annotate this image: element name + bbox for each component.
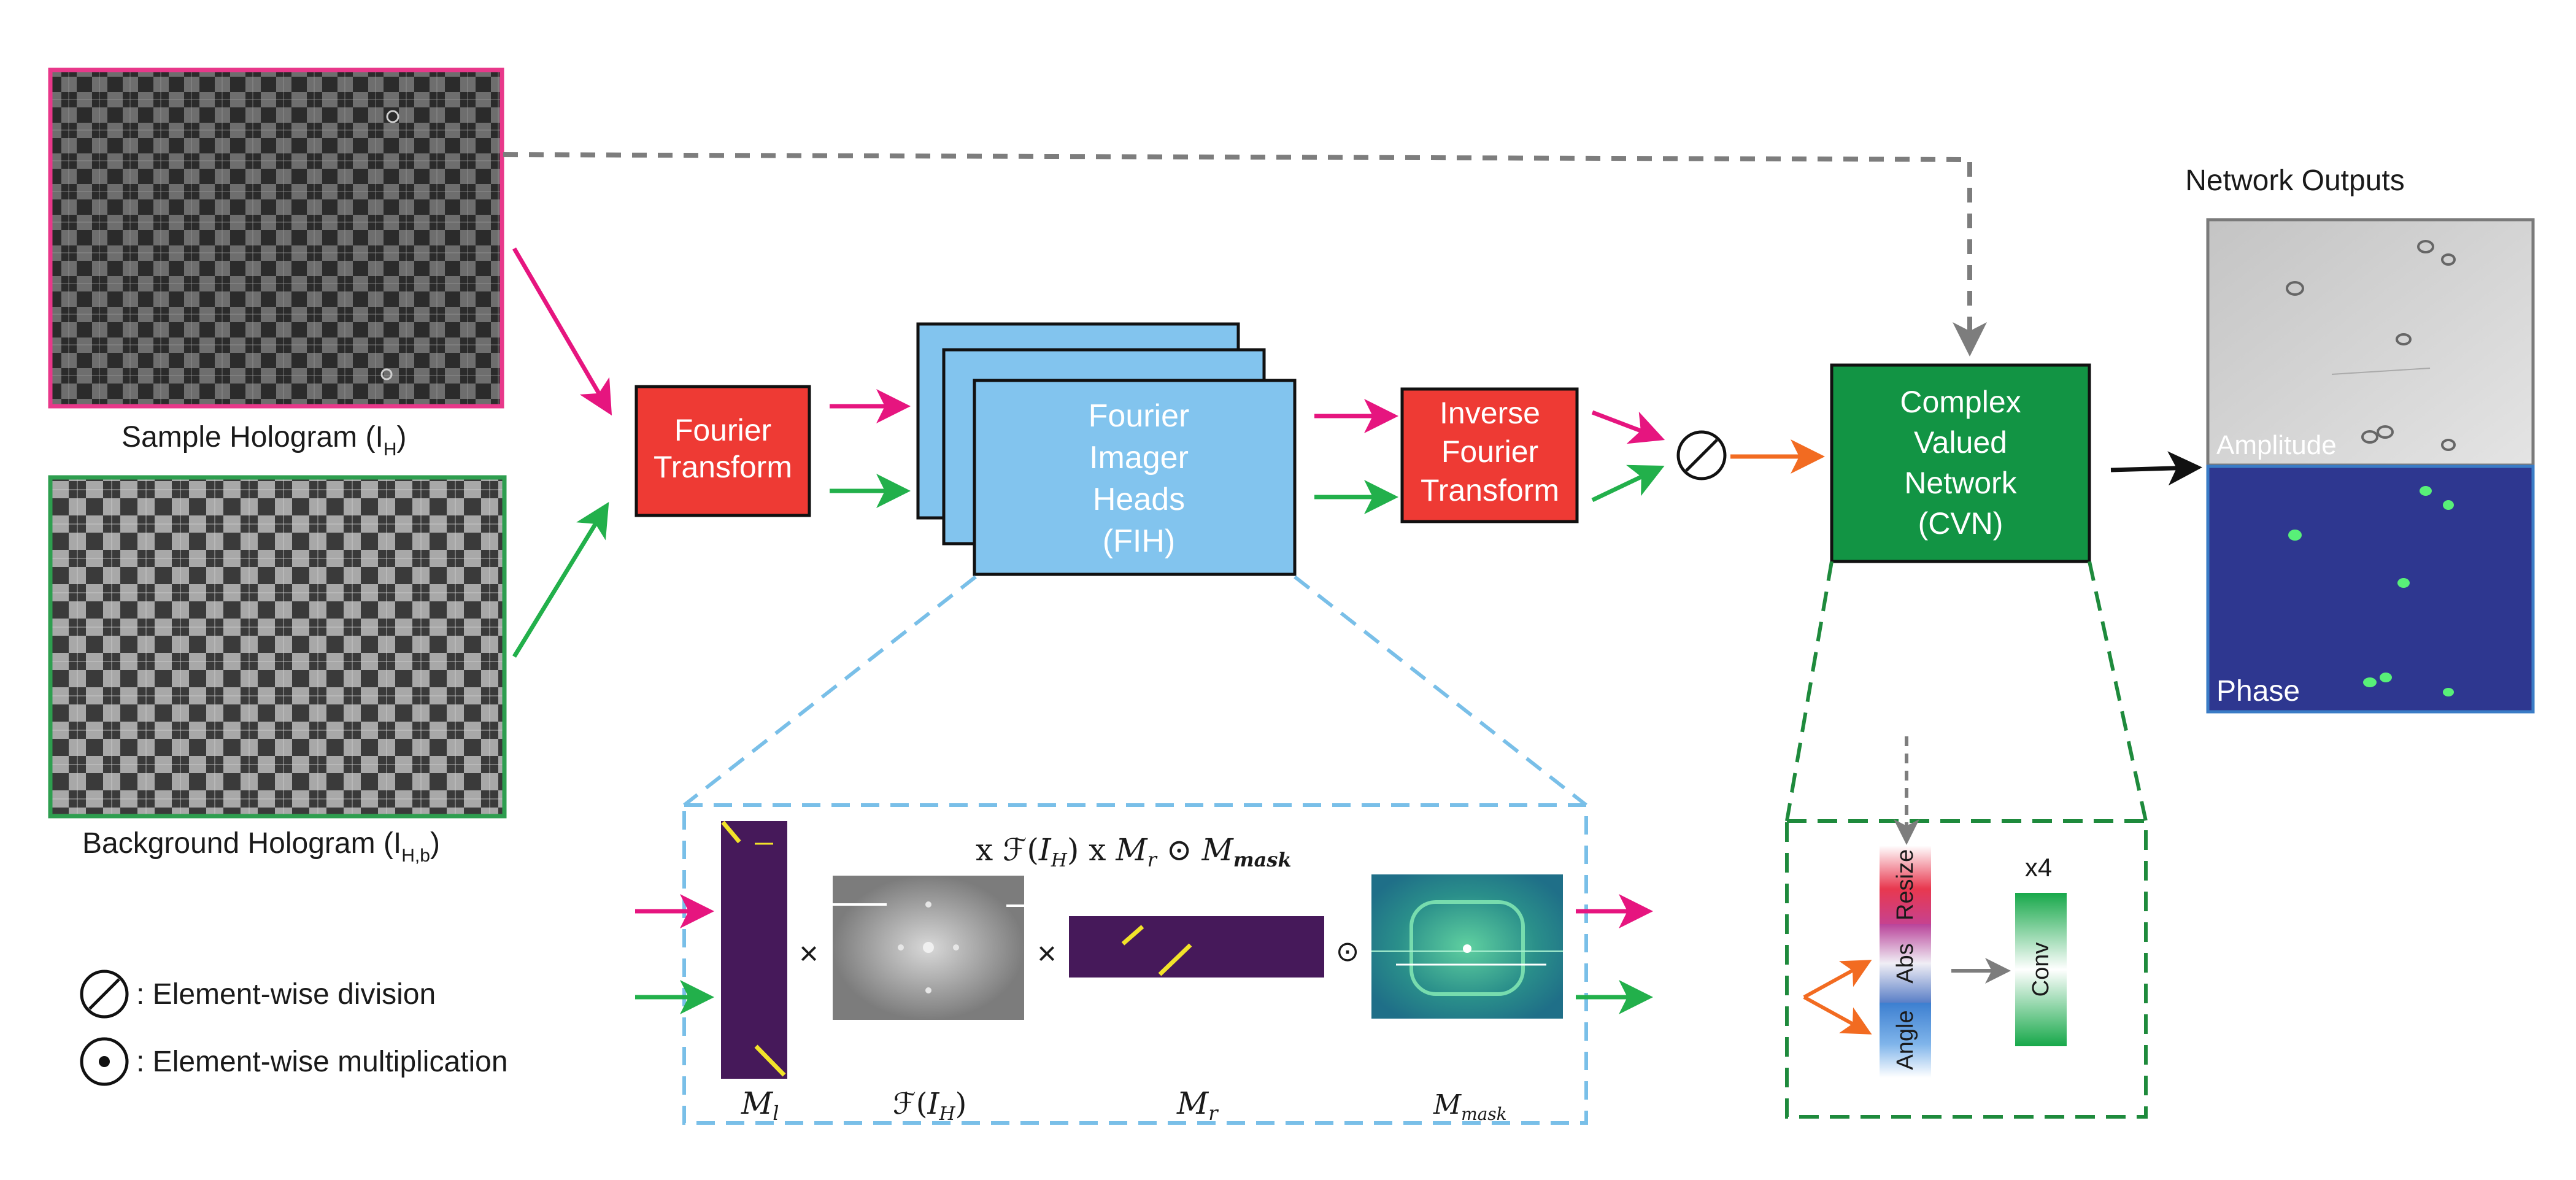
- split-to-abs-arrow: [1803, 960, 1872, 999]
- sample-hologram: [48, 67, 504, 409]
- ift-to-division-green-arrow: [1591, 465, 1665, 503]
- mask-mmask-image: [1371, 874, 1563, 1019]
- angle-label: Angle: [1892, 1010, 1918, 1070]
- cvn-block: Complex Valued Network (CVN): [1830, 363, 2091, 563]
- ift-to-division-magenta-arrow: [1591, 410, 1665, 444]
- element-wise-division-operator: [1676, 430, 1727, 480]
- fih-line-1: Fourier: [1089, 398, 1190, 434]
- background-hologram: [48, 475, 507, 819]
- inverse-fourier-transform-block: Inverse Fourier Transform: [1400, 387, 1579, 523]
- fih-block: Fourier Imager Heads (FIH): [916, 322, 1297, 576]
- resize-layer: Resize: [1880, 846, 1931, 924]
- phase-output-image: [2206, 465, 2535, 714]
- cvn-line-4: (CVN): [1918, 506, 2003, 541]
- mask-mmask-label: Mmask: [1433, 1089, 1507, 1124]
- mask-mr-image: [1069, 916, 1324, 978]
- fih-formula: x ℱ(IH) x Mr ⊙ Mmask: [976, 832, 1292, 871]
- amplitude-label: Amplitude: [2216, 430, 2337, 460]
- fih-detail-frame: [682, 803, 1588, 1125]
- cvn-zoom-line-right: [2088, 561, 2148, 822]
- resize-label: Resize: [1892, 849, 1918, 920]
- cvn-line-2: Valued: [1914, 425, 2007, 460]
- cvn-line-1: Complex: [1900, 385, 2021, 419]
- sample-hologram-label: Sample Hologram (IH): [121, 421, 406, 460]
- background-hologram-label: Background Hologram (IH,b): [82, 827, 440, 866]
- ift-line-2: Fourier: [1441, 434, 1538, 469]
- cvn-to-outputs-arrow: [2110, 451, 2202, 486]
- mask-ml-label: Ml: [741, 1086, 779, 1125]
- fih-zoom-line-right: [1294, 575, 1587, 807]
- ift-line-3: Transform: [1421, 473, 1559, 507]
- fih-line-3: Heads: [1093, 482, 1185, 517]
- ift-line-1: Inverse: [1440, 396, 1540, 430]
- cvn-detail-frame: [1785, 819, 2148, 1119]
- mask-mr-label: Mr: [1176, 1086, 1219, 1125]
- ft-line-1: Fourier: [674, 413, 771, 447]
- fih-line-4: (FIH): [1103, 523, 1175, 559]
- split-to-angle-arrow: [1803, 995, 1872, 1035]
- sample-to-ft-arrow: [512, 247, 612, 416]
- legend-multiplication-text: : Element-wise multiplication: [136, 1046, 508, 1078]
- odot-symbol: ⊙: [1336, 935, 1360, 967]
- amplitude-output-image: [2206, 218, 2535, 467]
- fih-zoom-line-left: [683, 575, 977, 807]
- conv-repeat-label: x4: [2025, 853, 2052, 882]
- fourier-transform-block: Fourier Transform: [634, 385, 811, 517]
- abs-label: Abs: [1892, 943, 1918, 983]
- legend-multiplication: : Element-wise multiplication: [80, 1037, 508, 1086]
- conv-label: Conv: [2028, 943, 2054, 997]
- fih-line-2: Imager: [1089, 440, 1189, 476]
- times-symbol-1: ×: [799, 935, 819, 972]
- mask-ml-image: [721, 820, 787, 1079]
- outputs-title: Network Outputs: [2185, 164, 2404, 197]
- ft-line-2: Transform: [654, 450, 792, 484]
- conv-layer: Conv: [2015, 893, 2067, 1046]
- cvn-line-3: Network: [1904, 466, 2017, 500]
- phase-label: Phase: [2216, 675, 2300, 708]
- angle-layer: Angle: [1880, 1003, 1931, 1078]
- fourier-spectrum-label: ℱ(IH): [893, 1087, 966, 1125]
- times-symbol-2: ×: [1037, 935, 1057, 972]
- abs-layer: Abs: [1880, 924, 1931, 1003]
- legend-division: : Element-wise division: [80, 970, 436, 1019]
- skip-connection-arrow: [503, 152, 1987, 357]
- background-to-ft-arrow: [512, 502, 609, 658]
- legend-division-text: : Element-wise division: [136, 978, 436, 1011]
- cvn-zoom-line-left: [1785, 561, 1834, 822]
- fourier-spectrum-image: [833, 876, 1024, 1020]
